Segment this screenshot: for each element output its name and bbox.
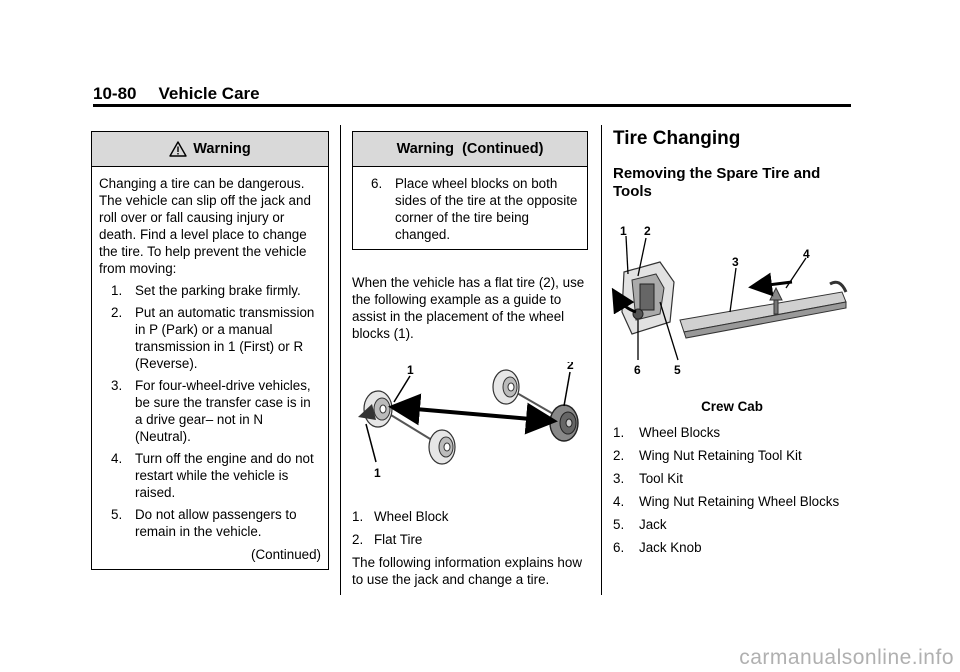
list-item: 2.Flat Tire bbox=[352, 532, 423, 547]
right-column: Tire Changing Removing the Spare Tire an… bbox=[613, 128, 853, 201]
list-item: 1.Wheel Blocks bbox=[613, 425, 721, 440]
list-item: 6.Place wheel blocks on both sides of th… bbox=[371, 176, 578, 242]
column-divider bbox=[601, 125, 602, 595]
warning-continued-box: Warning (Continued) 6.Place wheel blocks… bbox=[352, 131, 588, 250]
flat-tire bbox=[549, 404, 579, 442]
figure-label: 1 bbox=[407, 363, 414, 377]
list-item: 4.Turn off the engine and do not restart… bbox=[111, 451, 314, 500]
wheel-block-legend: 1.Wheel Block 2.Flat Tire bbox=[352, 508, 588, 548]
continued-note: (Continued) bbox=[251, 547, 321, 562]
front-right-wheel bbox=[428, 429, 456, 465]
list-item: 5.Do not allow passengers to remain in t… bbox=[111, 507, 297, 539]
warning-triangle-icon bbox=[169, 141, 187, 157]
list-item: 5.Jack bbox=[613, 517, 667, 532]
figure-caption: Crew Cab bbox=[701, 399, 763, 414]
warning-continued-header: Warning (Continued) bbox=[353, 132, 587, 167]
list-item: 6.Jack Knob bbox=[613, 540, 702, 555]
rear-left-wheel bbox=[492, 369, 520, 405]
warning-continued-body: 6.Place wheel blocks on both sides of th… bbox=[353, 167, 587, 249]
subsection-heading: Removing the Spare Tire and Tools bbox=[613, 165, 821, 200]
jack-assembly bbox=[621, 261, 675, 335]
warning-title: Warning bbox=[193, 141, 251, 157]
figure-label: 3 bbox=[732, 255, 739, 269]
figure-label: 2 bbox=[567, 362, 574, 372]
figure-label: 4 bbox=[803, 247, 810, 261]
warning-continued-title: Warning (Continued) bbox=[396, 141, 544, 157]
header-rule bbox=[93, 104, 851, 107]
wheel-block-icon bbox=[358, 404, 376, 420]
page-number: 10-80 bbox=[93, 84, 137, 103]
warning-intro: Changing a tire can be dangerous. The ve… bbox=[99, 176, 311, 276]
figure-label: 2 bbox=[644, 224, 651, 238]
list-item: 3.Tool Kit bbox=[613, 471, 683, 486]
warning-list: 1.Set the parking brake firmly. 2.Put an… bbox=[99, 282, 321, 540]
watermark: carmanualsonline.info bbox=[739, 646, 954, 669]
wheel-block-paragraph: When the vehicle has a flat tire (2), us… bbox=[352, 275, 585, 341]
column-divider bbox=[340, 125, 341, 595]
list-item: 1.Set the parking brake firmly. bbox=[111, 283, 301, 298]
warning-header: Warning bbox=[92, 132, 328, 167]
list-item: 2.Wing Nut Retaining Tool Kit bbox=[613, 448, 802, 463]
figure-label: 1 bbox=[374, 466, 381, 480]
warning-body: Changing a tire can be dangerous. The ve… bbox=[92, 167, 328, 540]
list-item: 2.Put an automatic transmission in P (Pa… bbox=[111, 305, 315, 371]
list-item: 3.For four-wheel-drive vehicles, be sure… bbox=[111, 378, 311, 444]
figure-label: 5 bbox=[674, 363, 681, 377]
spare-tire-legend: 1.Wheel Blocks 2.Wing Nut Retaining Tool… bbox=[613, 424, 853, 562]
wheel-block-figure: 1 2 1 bbox=[358, 362, 579, 480]
page-header: 10-80 Vehicle Care bbox=[93, 84, 260, 104]
section-title: Vehicle Care bbox=[158, 84, 260, 103]
figure-label: 6 bbox=[634, 363, 641, 377]
spare-tire-tools-figure: 1 2 3 4 6 5 bbox=[611, 224, 848, 377]
middle-column: Warning (Continued) 6.Place wheel blocks… bbox=[352, 131, 588, 588]
list-item: 1.Wheel Block bbox=[352, 509, 449, 524]
warning-box: Warning Changing a tire can be dangerous… bbox=[91, 131, 329, 570]
closing-paragraph: The following information explains how t… bbox=[352, 555, 582, 587]
section-heading: Tire Changing bbox=[613, 128, 741, 149]
figure-label: 1 bbox=[620, 224, 627, 238]
list-item: 4.Wing Nut Retaining Wheel Blocks bbox=[613, 494, 840, 509]
